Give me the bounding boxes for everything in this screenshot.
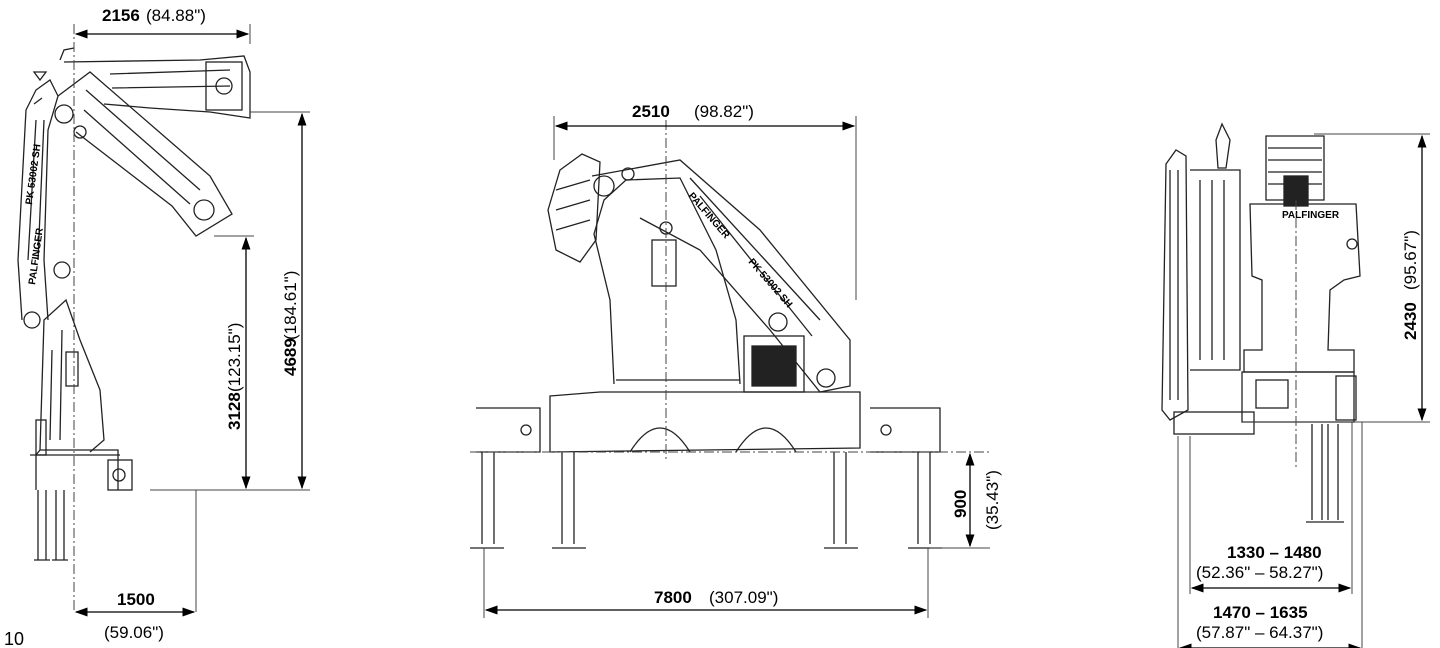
side-bottom-width-mm: 1500 [117,590,155,609]
rear-height-mm: 2430 [1401,302,1420,340]
front-top-width-in: (98.82") [694,102,754,121]
page-number: 10 [4,629,24,648]
side-inner-height-in: (123.15") [225,323,244,392]
front-stabilizer-height-mm: 900 [951,490,970,518]
side-bottom-width-in: (59.06") [104,623,164,642]
front-view-brand-text: PALFINGER PK 53002 SH [686,191,794,310]
front-view-crane [470,153,942,549]
front-support-width-in: (307.09") [709,588,778,607]
rear-height-in: (95.67") [1401,230,1420,290]
rear-view-crane [1161,122,1361,523]
rear-brand-label: PALFINGER [1282,210,1340,221]
side-view-crane [17,47,251,561]
rear-spread-outer-in: (57.87" – 64.37") [1196,623,1323,642]
side-total-height-in: (184.61") [281,271,300,340]
rear-spread-inner-mm: 1330 – 1480 [1227,543,1322,562]
side-top-width-mm: 2156 [102,6,140,25]
side-total-height-mm: 4689 [281,338,300,376]
front-support-width-mm: 7800 [654,588,692,607]
rear-spread-inner-in: (52.36" – 58.27") [1196,563,1323,582]
side-top-width-in: (84.88") [146,6,206,25]
rear-spread-outer-mm: 1470 – 1635 [1213,603,1308,622]
front-top-width-mm: 2510 [632,102,670,121]
side-inner-height-mm: 3128 [225,392,244,430]
front-stabilizer-height-in: (35.43") [983,470,1002,530]
